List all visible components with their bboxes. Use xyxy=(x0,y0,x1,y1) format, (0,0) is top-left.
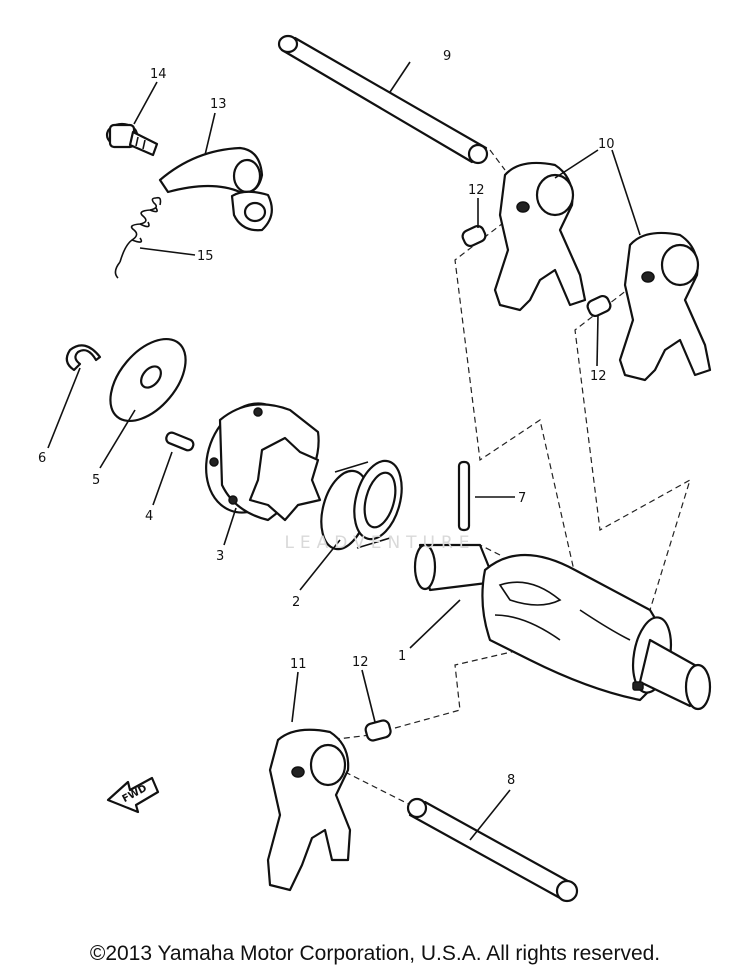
part-10-shift-fork-b xyxy=(618,231,712,382)
callout-12a: 12 xyxy=(468,183,485,198)
callout-6: 6 xyxy=(38,451,46,466)
callout-5: 5 xyxy=(92,473,100,488)
callout-7: 7 xyxy=(518,491,526,506)
part-6-circlip xyxy=(65,344,102,372)
callout-3: 3 xyxy=(216,549,224,564)
part-7-pin xyxy=(457,460,471,532)
part-2-bearing xyxy=(320,459,403,551)
part-14-bolt xyxy=(105,122,159,157)
callout-11: 11 xyxy=(290,657,307,672)
part-3-segment xyxy=(205,402,322,522)
part-13-stopper-lever xyxy=(158,146,273,232)
fwd-arrow-icon: FWD xyxy=(106,776,160,814)
part-12-dowel-pin-a xyxy=(461,224,487,248)
part-1-shift-cam xyxy=(413,543,712,711)
callout-12c: 12 xyxy=(352,655,369,670)
callout-2: 2 xyxy=(292,595,300,610)
copyright-footer: ©2013 Yamaha Motor Corporation, U.S.A. A… xyxy=(89,942,661,965)
callout-9: 9 xyxy=(443,49,451,64)
callout-1: 1 xyxy=(398,649,406,664)
callout-15: 15 xyxy=(197,249,214,264)
callout-14: 14 xyxy=(150,67,167,82)
part-12-dowel-pin-b xyxy=(586,294,612,318)
callout-10: 10 xyxy=(598,137,615,152)
callout-leaders xyxy=(47,61,641,841)
callout-12b: 12 xyxy=(590,369,607,384)
shift-cam-exploded-diagram: FWD 14 13 9 10 12 12 15 6 5 4 3 2 7 xyxy=(38,34,712,903)
part-9-fork-shaft-upper xyxy=(277,34,489,165)
part-4-pin xyxy=(165,431,195,452)
part-15-spring xyxy=(114,196,162,279)
callout-4: 4 xyxy=(145,509,153,524)
part-10-shift-fork-a xyxy=(493,161,587,312)
callout-13: 13 xyxy=(210,97,227,112)
part-12-dowel-pin-c xyxy=(364,719,392,742)
watermark-text: LEADVENTURE xyxy=(284,533,476,553)
callout-8: 8 xyxy=(507,773,515,788)
part-11-shift-fork-lower xyxy=(266,728,352,892)
callout-numbers: 14 13 9 10 12 12 15 6 5 4 3 2 7 1 11 12 … xyxy=(38,49,615,788)
part-8-fork-shaft-lower xyxy=(406,797,579,903)
part-5-washer xyxy=(109,337,187,423)
